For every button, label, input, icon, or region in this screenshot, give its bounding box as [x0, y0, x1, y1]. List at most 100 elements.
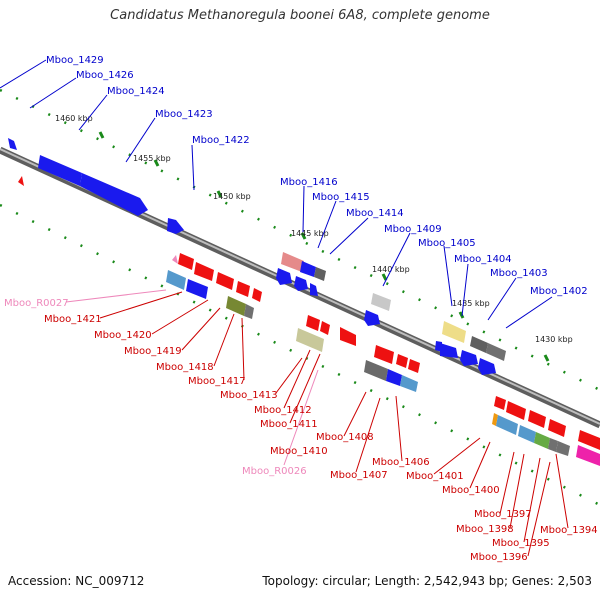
gene-mboo-1429[interactable]	[8, 138, 17, 150]
forward-leader-lines	[0, 59, 553, 329]
gene-label[interactable]: Mboo_1414	[346, 208, 404, 219]
kbp-label: 1460 kbp	[55, 114, 93, 123]
gene-mboo-1397[interactable]	[528, 410, 546, 428]
gene-mboo-1411[interactable]	[320, 321, 330, 335]
gene-label[interactable]: Mboo_1403	[490, 268, 548, 279]
gene-mboo-1405[interactable]	[442, 321, 466, 343]
gene-label[interactable]: Mboo_1406	[372, 457, 430, 468]
gene-label[interactable]: Mboo_1416	[280, 177, 338, 188]
gene-label[interactable]: Mboo_1401	[406, 471, 464, 482]
gene-mboo-1409[interactable]	[371, 293, 391, 311]
gene-label[interactable]: Mboo_1410	[270, 446, 328, 457]
gene-label[interactable]: Mboo_1423	[155, 109, 213, 120]
gene-mboo-1401[interactable]	[494, 396, 506, 410]
gene-mboo-1426[interactable]	[38, 155, 82, 186]
gene-label[interactable]: Mboo_1415	[312, 192, 370, 203]
gene-mboo-1406b[interactable]	[364, 360, 388, 381]
kbp-label: 1450 kbp	[213, 192, 251, 201]
gene-label[interactable]: Mboo_1396	[470, 552, 528, 563]
kbp-label: 1435 kbp	[452, 299, 490, 308]
gene-mboo-1400[interactable]	[506, 401, 526, 420]
gene-label[interactable]: Mboo_1420	[94, 330, 152, 341]
rna-label[interactable]: Mboo_R0026	[242, 466, 307, 477]
gene-label[interactable]: Mboo_1422	[192, 135, 250, 146]
gene-mboo-r0027[interactable]	[172, 255, 178, 264]
gene-mboo-1413[interactable]	[226, 296, 246, 316]
gene-mboo-1396[interactable]	[518, 425, 536, 443]
gene-mboo-1416c[interactable]	[314, 267, 326, 281]
reverse-labels: Mboo_R0027 Mboo_1421 Mboo_1420 Mboo_1419…	[4, 298, 598, 563]
gene-mboo-1421[interactable]	[178, 253, 194, 270]
reverse-genes	[18, 176, 600, 466]
gene-mboo-1412[interactable]	[306, 315, 320, 331]
gene-label[interactable]: Mboo_1408	[316, 432, 374, 443]
gene-label[interactable]: Mboo_1418	[156, 362, 214, 373]
gene-label[interactable]: Mboo_1405	[418, 238, 476, 249]
gene-mboo-1395[interactable]	[492, 413, 498, 426]
gene-mboo-1418b[interactable]	[252, 288, 262, 302]
gene-mboo-1402b[interactable]	[478, 358, 496, 375]
gene-label[interactable]: Mboo_1402	[530, 286, 588, 297]
gene-mboo-1406[interactable]	[408, 359, 420, 373]
gene-mboo-1396c[interactable]	[548, 438, 558, 452]
gene-mboo-1396d[interactable]	[556, 441, 570, 456]
gene-mboo-1414[interactable]	[294, 276, 308, 291]
gene-label[interactable]: Mboo_1397	[474, 509, 532, 520]
kbp-label: 1430 kbp	[535, 335, 573, 344]
map-title: Candidatus Methanoregula boonei 6A8, com…	[110, 8, 490, 23]
gene-mboo-1417b[interactable]	[186, 279, 208, 299]
inner-tick-track	[0, 203, 600, 507]
gene-mboo-1407[interactable]	[396, 354, 408, 368]
gene-label[interactable]: Mboo_1417	[188, 376, 246, 387]
gene-mboo-1424[interactable]	[80, 173, 148, 216]
topology-text: Topology: circular; Length: 2,542,943 bp…	[262, 574, 592, 588]
gene-mboo-1402[interactable]	[460, 350, 478, 366]
gene-label[interactable]: Mboo_1400	[442, 485, 500, 496]
gene-mboo-1396b[interactable]	[534, 432, 550, 449]
gene-mboo-1420[interactable]	[194, 262, 214, 281]
gene-label[interactable]: Mboo_1419	[124, 346, 182, 357]
kbp-label: 1455 kbp	[133, 154, 171, 163]
gene-mboo-1423[interactable]	[167, 218, 184, 234]
gene-mboo-1406d[interactable]	[400, 375, 418, 392]
gene-mboo-1398[interactable]	[548, 419, 566, 437]
gene-mboo-1409b[interactable]	[364, 310, 380, 326]
gene-mboo-1429r[interactable]	[18, 176, 24, 186]
gene-mboo-1395b[interactable]	[496, 415, 518, 435]
gene-mboo-1394b[interactable]	[578, 430, 600, 450]
gene-label[interactable]: Mboo_1421	[44, 314, 102, 325]
gene-mboo-1416b[interactable]	[300, 261, 316, 277]
gene-label[interactable]: Mboo_1413	[220, 390, 278, 401]
gene-label[interactable]: Mboo_1407	[330, 470, 388, 481]
gene-mboo-1406c[interactable]	[386, 369, 402, 386]
gene-label[interactable]: Mboo_1394	[540, 525, 598, 536]
gene-mboo-1416a[interactable]	[281, 252, 304, 272]
gene-mboo-1404[interactable]	[440, 343, 458, 358]
gene-label[interactable]: Mboo_1411	[260, 419, 318, 430]
gene-mboo-1414b[interactable]	[310, 283, 318, 296]
gene-mboo-1415[interactable]	[276, 268, 292, 285]
gene-label[interactable]: Mboo_1424	[107, 86, 165, 97]
gene-mboo-1403b[interactable]	[486, 343, 506, 361]
gene-mboo-1410[interactable]	[340, 327, 356, 346]
rna-label[interactable]: Mboo_R0027	[4, 298, 69, 309]
gene-mboo-1403[interactable]	[470, 336, 488, 353]
gene-mboo-1410b[interactable]	[296, 328, 324, 352]
gene-mboo-1418[interactable]	[236, 281, 250, 297]
outer-tick-track	[0, 88, 600, 392]
gene-label[interactable]: Mboo_1395	[492, 538, 550, 549]
gene-mboo-1394[interactable]	[576, 445, 600, 466]
gene-label[interactable]: Mboo_1404	[454, 254, 512, 265]
reverse-leader-lines	[99, 291, 569, 557]
gene-mboo-1417[interactable]	[166, 270, 186, 290]
rna-leader-lines	[65, 289, 319, 466]
gene-mboo-1419[interactable]	[216, 272, 234, 290]
gene-label[interactable]: Mboo_1426	[76, 70, 134, 81]
gene-label[interactable]: Mboo_1412	[254, 405, 312, 416]
gene-label[interactable]: Mboo_1409	[384, 224, 442, 235]
gene-mboo-1408[interactable]	[374, 345, 394, 364]
gene-label[interactable]: Mboo_1429	[46, 55, 104, 66]
gene-mboo-1413b[interactable]	[244, 304, 254, 319]
gene-label[interactable]: Mboo_1398	[456, 524, 514, 535]
